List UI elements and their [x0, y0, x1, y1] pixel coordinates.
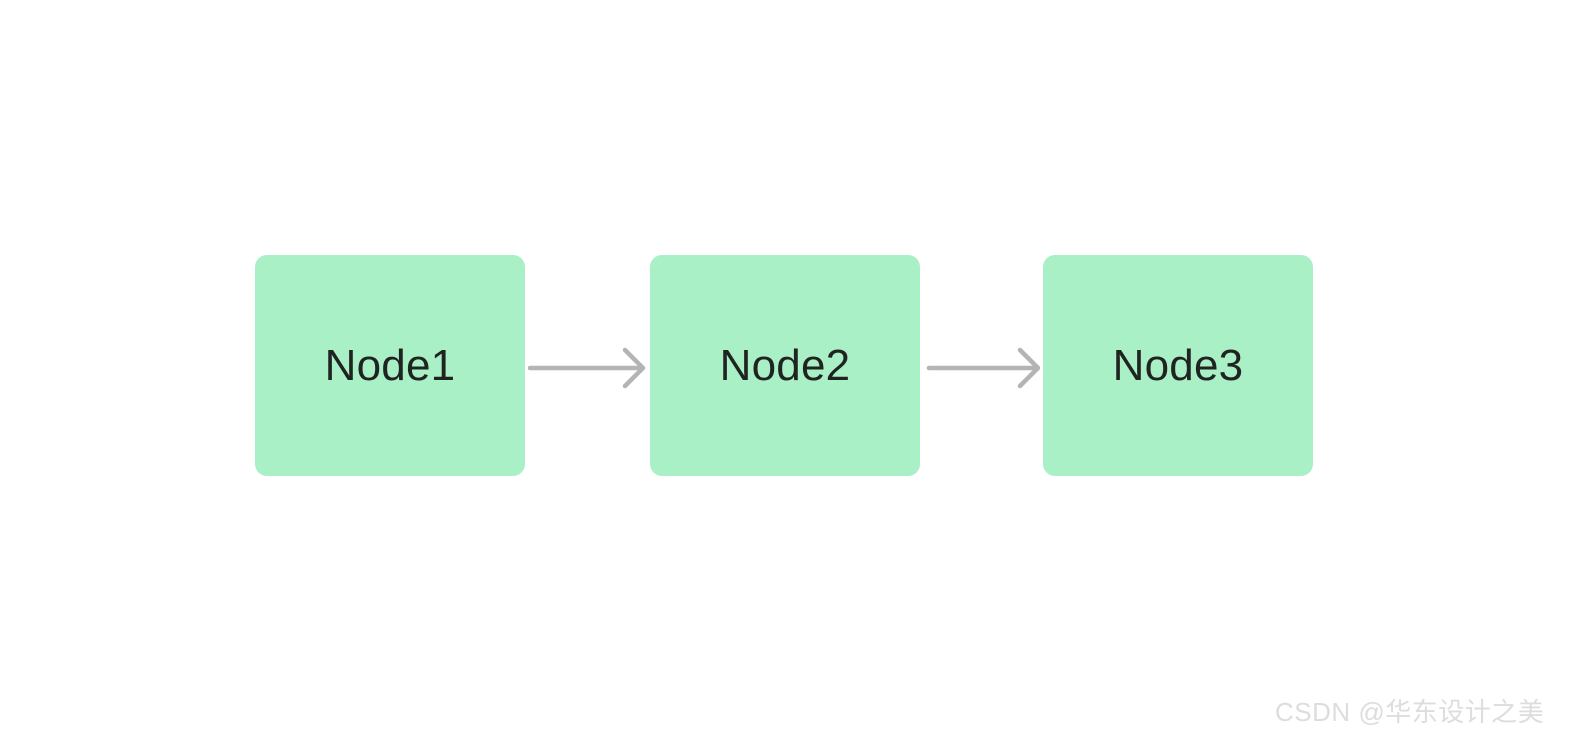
flow-node-label: Node1 — [324, 340, 456, 390]
arrow-right-icon — [527, 347, 646, 389]
flow-node-node1[interactable]: Node1 — [255, 255, 525, 476]
arrow-right-icon — [926, 347, 1041, 389]
flow-node-label: Node3 — [1112, 340, 1244, 390]
flow-node-node3[interactable]: Node3 — [1043, 255, 1313, 476]
watermark-text: CSDN @华东设计之美 — [1275, 697, 1545, 727]
flow-node-label: Node2 — [719, 340, 851, 390]
flow-node-node2[interactable]: Node2 — [650, 255, 920, 476]
flow-edge-node2-to-node3 — [922, 340, 1044, 396]
flow-edge-node1-to-node2 — [525, 340, 649, 396]
